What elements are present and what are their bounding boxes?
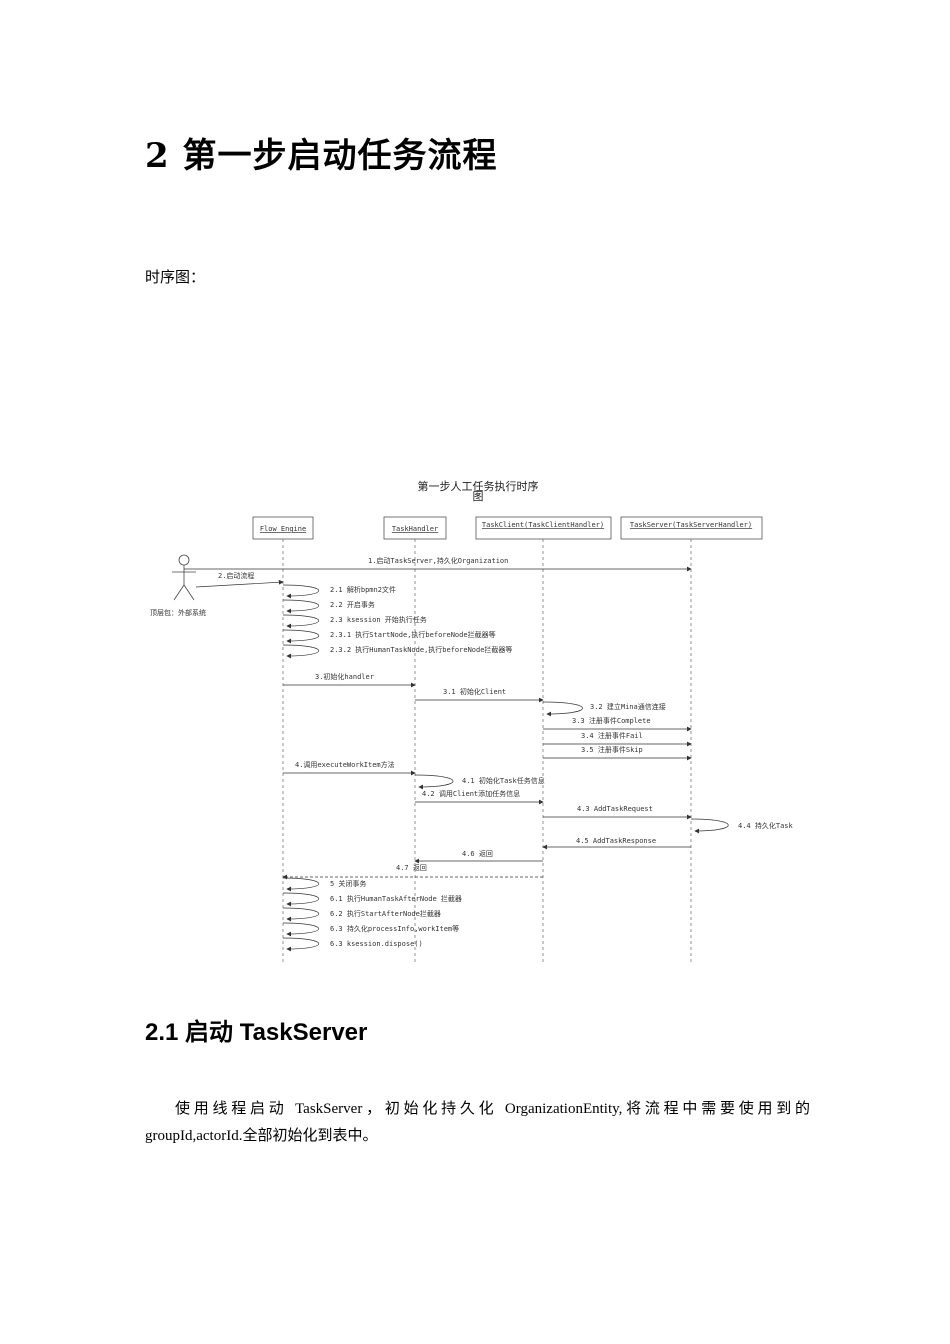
lifeline-taskclient: TaskClient(TaskClientHandler) [475,516,612,965]
message-2-3-1: 2.3.1 执行StartNode,执行beforeNode拦截器等 [330,630,496,639]
svg-text:TaskHandler: TaskHandler [392,525,438,533]
body-paragraph: 使用线程启动 TaskServer，初始化持久化 OrganizationEnt… [145,1101,810,1144]
lifeline-taskserver: TaskServer(TaskServerHandler) [620,516,763,965]
message-6-2: 6.2 执行StartAfterNode拦截器 [330,909,441,918]
message-6-3b: 6.3 ksession.dispose() [330,940,423,948]
message-1: 1.启动TaskServer,持久化Organization [368,556,508,565]
message-4-2: 4.2 调用Client添加任务信息 [422,789,520,798]
message-2: 2.启动流程 [218,571,254,580]
message-4-6: 4.6 返回 [462,850,493,858]
message-3-5: 3.5 注册事件Skip [581,745,643,754]
actor-icon [172,554,196,601]
message-2-3-2: 2.3.2 执行HumanTaskNode,执行beforeNode拦截器等 [330,645,512,654]
svg-text:TaskServer(TaskServerHandler): TaskServer(TaskServerHandler) [630,521,752,529]
message-3-4: 3.4 注册事件Fail [581,731,643,740]
message-3-1: 3.1 初始化Client [443,687,506,696]
message-3: 3.初始化handler [315,672,374,681]
message-5: 5 关闭事务 [330,879,366,888]
message-4-3: 4.3 AddTaskRequest [577,805,653,813]
message-4-4: 4.4 持久化Task [738,821,794,830]
message-4-5: 4.5 AddTaskResponse [576,837,656,845]
diagram-title-2: 图 [473,490,484,503]
svg-text:TaskClient(TaskClientHandler): TaskClient(TaskClientHandler) [482,521,604,529]
subsection-heading: 2.1 启动 TaskServer [145,1019,368,1046]
message-3-2: 3.2 建立Mina通信连接 [590,702,666,711]
section-heading: 2 第一步启动任务流程 [145,136,498,176]
message-6-1: 6.1 执行HumanTaskAfterNode 拦截器 [330,894,462,903]
message-4-1: 4.1 初始化Task任务信息 [462,776,545,785]
message-2-1: 2.1 解析bpmn2文件 [330,585,396,594]
message-2-3: 2.3 ksession 开始执行任务 [330,615,427,624]
message-4: 4.调用executeWorkItem方法 [295,760,395,769]
sequence-diagram-label: 时序图： [145,268,206,286]
lifeline-taskhandler: TaskHandler [383,516,447,965]
svg-text:Flow Engine: Flow Engine [260,525,306,533]
message-2-2: 2.2 开启事务 [330,600,375,609]
diagram-title: 第一步人工任务执行时序 [418,479,539,493]
message-3-3: 3.3 注册事件Complete [572,716,651,725]
message-4-7: 4.7 返回 [396,864,427,872]
message-6-3: 6.3 持久化processInfo,workItem等 [330,924,459,933]
sequence-diagram: 第一步人工任务执行时序 图 Flow Engine TaskHandler Ta… [150,479,794,965]
lifeline-flow-engine: Flow Engine [252,516,314,965]
actor-label: 顶层包：外部系统 [150,608,206,617]
